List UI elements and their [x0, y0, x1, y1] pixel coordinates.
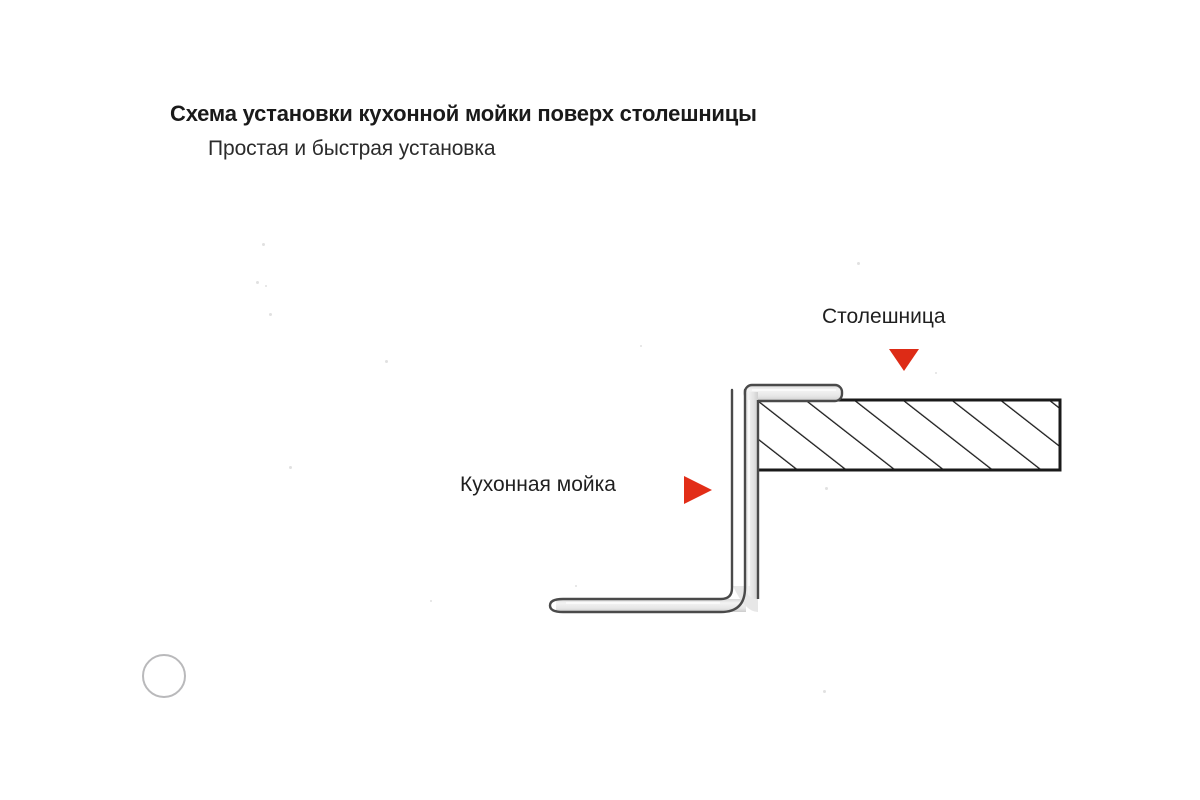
scan-speckle — [857, 262, 860, 265]
scan-speckle — [385, 360, 388, 363]
page-subtitle: Простая и быстрая установка — [208, 137, 496, 160]
scan-speckle — [265, 285, 267, 287]
sink-profile — [548, 383, 844, 614]
scan-speckle — [935, 372, 937, 374]
scan-speckle — [256, 281, 259, 284]
watermark-circle — [142, 654, 186, 698]
callout-label-countertop: Столешница — [822, 305, 946, 328]
countertop-slab — [755, 398, 1062, 472]
scan-speckle — [430, 600, 432, 602]
scan-speckle — [575, 585, 577, 587]
triangle-right-icon — [684, 476, 712, 504]
scan-speckle — [640, 345, 642, 347]
scan-speckle — [823, 690, 826, 693]
page-title: Схема установки кухонной мойки поверх ст… — [170, 101, 757, 126]
callout-label-sink: Кухонная мойка — [460, 473, 616, 496]
scan-speckle — [289, 466, 292, 469]
scan-speckle — [825, 487, 828, 490]
triangle-down-icon — [889, 349, 919, 371]
scan-speckle — [262, 243, 265, 246]
scan-speckle — [269, 313, 272, 316]
